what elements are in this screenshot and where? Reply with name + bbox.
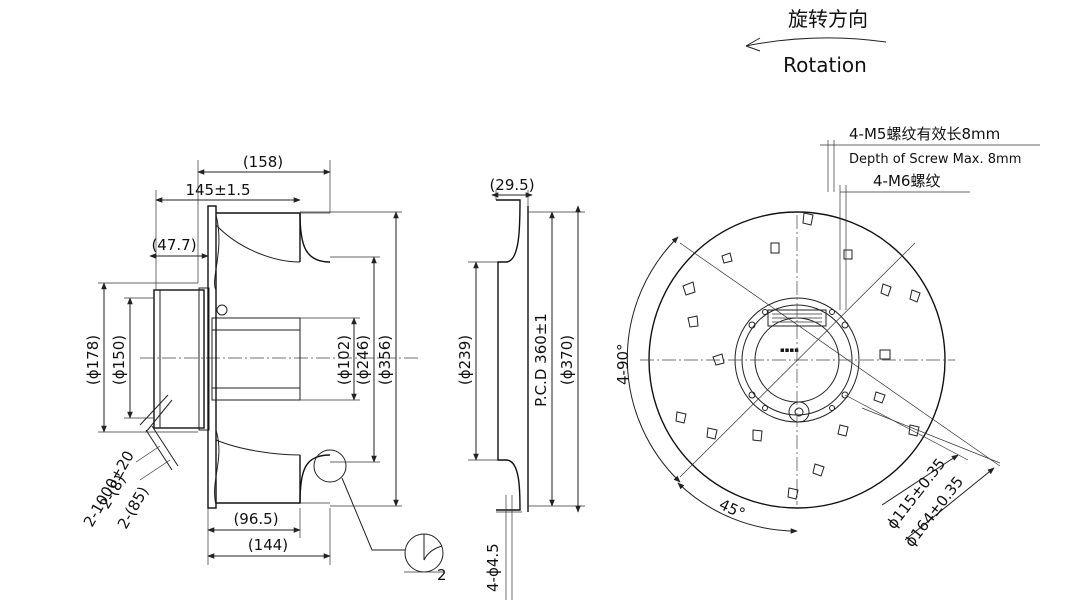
cable-gland-core <box>794 407 804 417</box>
dim-295: (29.5) <box>489 176 534 194</box>
blade-tab-8 <box>909 289 921 303</box>
angle-45-label: 45° <box>716 495 748 523</box>
dim-144: (144) <box>248 536 288 554</box>
flange-view: (29.5) (ϕ239) P.C.D 360±1 (ϕ370) 4-ϕ4.5 <box>456 176 585 600</box>
dim-158: (158) <box>243 153 283 171</box>
blade-top <box>215 224 301 263</box>
blade-tab-15 <box>752 429 763 442</box>
blade-tab-12 <box>837 424 849 437</box>
cable-gland <box>788 401 810 423</box>
blade-tab-14 <box>787 487 799 500</box>
blade-tab-10 <box>873 391 886 404</box>
blade-edge-bottom <box>214 429 220 506</box>
m5-callout-en: Depth of Screw Max. 8mm <box>849 152 1021 167</box>
dim-370: (ϕ370) <box>558 335 576 385</box>
angle-90-arc <box>626 236 681 483</box>
rotation-arrow-icon <box>745 37 887 47</box>
blade-edge-top <box>214 214 220 291</box>
detail-2-label: 2 <box>437 566 447 584</box>
rotation-label-cn: 旋转方向 <box>788 7 868 31</box>
blade-tab-17 <box>675 411 687 424</box>
dim-145: 145±1.5 <box>185 181 250 199</box>
blade-tab-7 <box>880 283 892 297</box>
leader-115 <box>844 394 969 461</box>
rotation-arrowhead-icon <box>745 37 761 52</box>
m6-hole-3 <box>762 405 768 411</box>
blade-tab-9 <box>879 349 891 360</box>
dim-239: (ϕ239) <box>456 335 474 385</box>
dim-178: (ϕ178) <box>84 335 102 385</box>
rotation-label-en: Rotation <box>783 53 867 77</box>
blade-tab-5 <box>802 212 814 226</box>
m6-hole-1 <box>762 309 768 315</box>
diag-a <box>679 242 1001 467</box>
rotation-indicator: 旋转方向 Rotation <box>745 7 887 77</box>
m6-callout: 4-M6螺纹 <box>873 172 940 190</box>
back-plate <box>207 205 217 509</box>
mount-hole-br <box>841 391 849 399</box>
diag-b <box>679 242 916 478</box>
blade-tab-2 <box>687 315 699 328</box>
front-view: ▪▪▪▪ 4-90° <box>614 125 1040 550</box>
mount-hole-bl <box>748 391 756 399</box>
impeller-top-curve <box>216 212 331 263</box>
impeller-bottom-curve <box>216 454 331 504</box>
dim-164-line <box>904 467 995 541</box>
angle-45-arc <box>677 482 798 534</box>
cable <box>139 394 173 433</box>
dim-pcd: P.C.D 360±1 <box>532 313 550 407</box>
dim-102: (ϕ102) <box>335 335 353 385</box>
blade-tab-18 <box>712 353 725 366</box>
dim-477: (47.7) <box>151 236 196 254</box>
dim-holes: 4-ϕ4.5 <box>484 543 502 592</box>
leader-164 <box>861 407 1001 464</box>
dim-150: (ϕ150) <box>110 335 128 385</box>
motor-housing <box>153 289 205 429</box>
motor-flange <box>198 287 210 431</box>
detail-profile <box>423 534 443 561</box>
m6-hole-2 <box>829 309 835 315</box>
dim-356: (ϕ356) <box>376 335 394 385</box>
dim-246: (ϕ246) <box>354 335 372 385</box>
detail-circle <box>313 449 347 483</box>
flange-outline <box>496 199 521 511</box>
mount-hole-tl <box>748 321 756 329</box>
blade-bottom <box>215 439 301 456</box>
blade-tab-16 <box>706 427 718 440</box>
dim-85-line <box>139 459 171 481</box>
detail-leader <box>341 477 405 551</box>
cable-lead <box>145 425 179 471</box>
angle-90-label: 4-90° <box>614 343 632 385</box>
dim-115-line <box>881 454 959 506</box>
m5-callout-cn: 4-M5螺纹有效长8mm <box>849 125 1000 143</box>
blade-tab-1 <box>682 281 696 296</box>
blade-tab-13 <box>812 463 825 477</box>
mount-hole-tr <box>841 321 849 329</box>
dim-965: (96.5) <box>233 510 278 528</box>
blade-tab-6 <box>843 249 853 260</box>
logo-mark: ▪▪▪▪ <box>780 346 799 354</box>
blade-tab-11 <box>908 424 920 437</box>
screw-icon <box>216 304 228 316</box>
hub-body <box>211 317 301 401</box>
side-view: 2 (158) 145±1.5 (47.7) (ϕ178) (ϕ150) (ϕ1… <box>80 153 447 584</box>
m6-hole-4 <box>829 405 835 411</box>
dim-8-line <box>135 445 161 463</box>
blade-tab-4 <box>770 242 780 254</box>
blade-tab-3 <box>721 252 733 264</box>
